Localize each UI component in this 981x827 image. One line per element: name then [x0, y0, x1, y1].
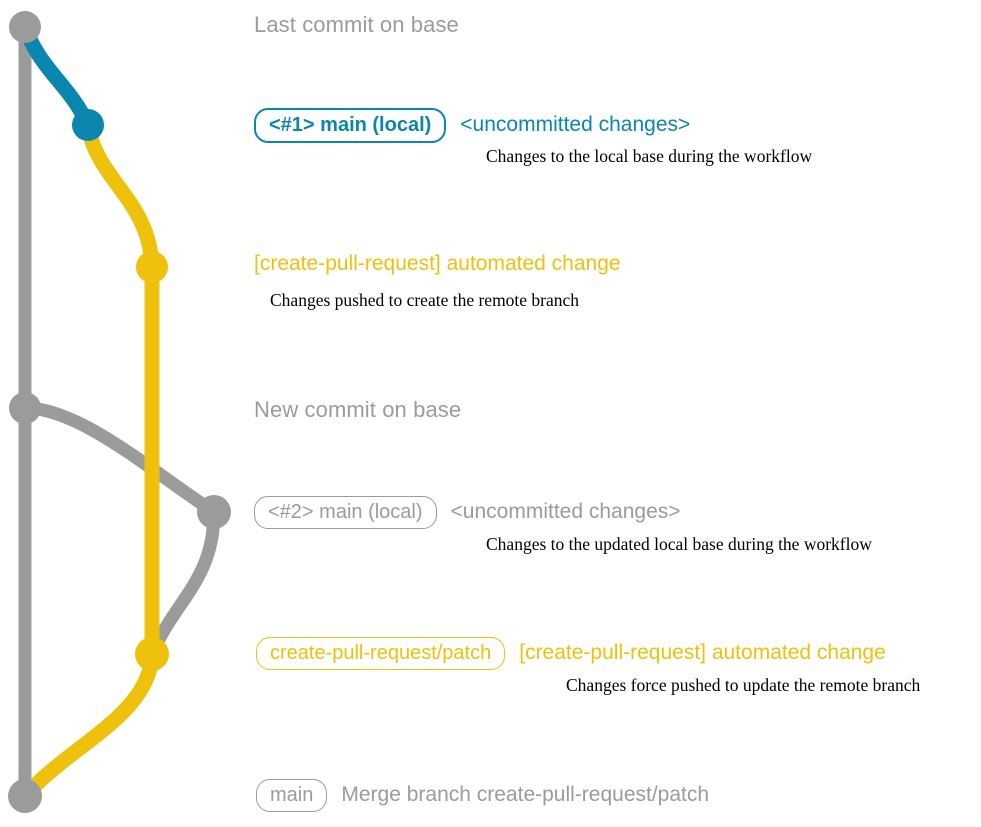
description-patch-2: Changes force pushed to update the remot… [566, 675, 921, 695]
patch-merge-line [17, 646, 160, 804]
commit-node-local-1[interactable] [72, 109, 104, 141]
branch-badge-patch-2[interactable]: create-pull-request/patch [256, 637, 506, 670]
description-patch-1: Changes pushed to create the remote bran… [270, 290, 580, 310]
commit-node-base-new[interactable] [9, 392, 41, 424]
row-local-1: <#1> main (local) <uncommitted changes> [254, 108, 690, 143]
local-branch-line [17, 19, 96, 133]
row-new-commit-on-base: New commit on base [254, 397, 461, 423]
branch-badge-local-1[interactable]: <#1> main (local) [254, 108, 447, 143]
row-last-commit-on-base: Last commit on base [254, 12, 459, 38]
branch-badge-main[interactable]: main [256, 779, 328, 812]
row-local-2: <#2> main (local) <uncommitted changes> [254, 496, 681, 529]
commit-node-local-2[interactable] [197, 495, 231, 529]
commit-node-patch-2[interactable] [135, 637, 169, 671]
commit-node-base-last[interactable] [9, 11, 41, 43]
heading-last-commit-on-base: Last commit on base [254, 12, 459, 37]
row-patch-2: create-pull-request/patch [create-pull-r… [256, 637, 886, 670]
description-local-1: Changes to the local base during the wor… [486, 146, 813, 166]
branch-badge-local-2[interactable]: <#2> main (local) [254, 496, 437, 529]
updated-local-to-patch-line [145, 505, 221, 661]
commit-node-merge[interactable] [8, 779, 42, 813]
commit-message-merge: Merge branch create-pull-request/patch [341, 783, 710, 806]
row-merge: main Merge branch create-pull-request/pa… [256, 779, 709, 812]
description-local-2: Changes to the updated local base during… [486, 534, 872, 554]
commit-message-local-1: <uncommitted changes> [460, 113, 691, 136]
commit-node-patch-1[interactable] [136, 251, 168, 283]
heading-new-commit-on-base: New commit on base [254, 397, 462, 422]
base-to-updated-local-line [18, 401, 221, 519]
patch-branch-line [80, 117, 160, 662]
commit-message-patch-2: [create-pull-request] automated change [519, 641, 886, 664]
commit-message-local-2: <uncommitted changes> [450, 500, 681, 523]
row-patch-1: [create-pull-request] automated change [254, 252, 621, 276]
commit-message-patch-1: [create-pull-request] automated change [254, 252, 621, 275]
